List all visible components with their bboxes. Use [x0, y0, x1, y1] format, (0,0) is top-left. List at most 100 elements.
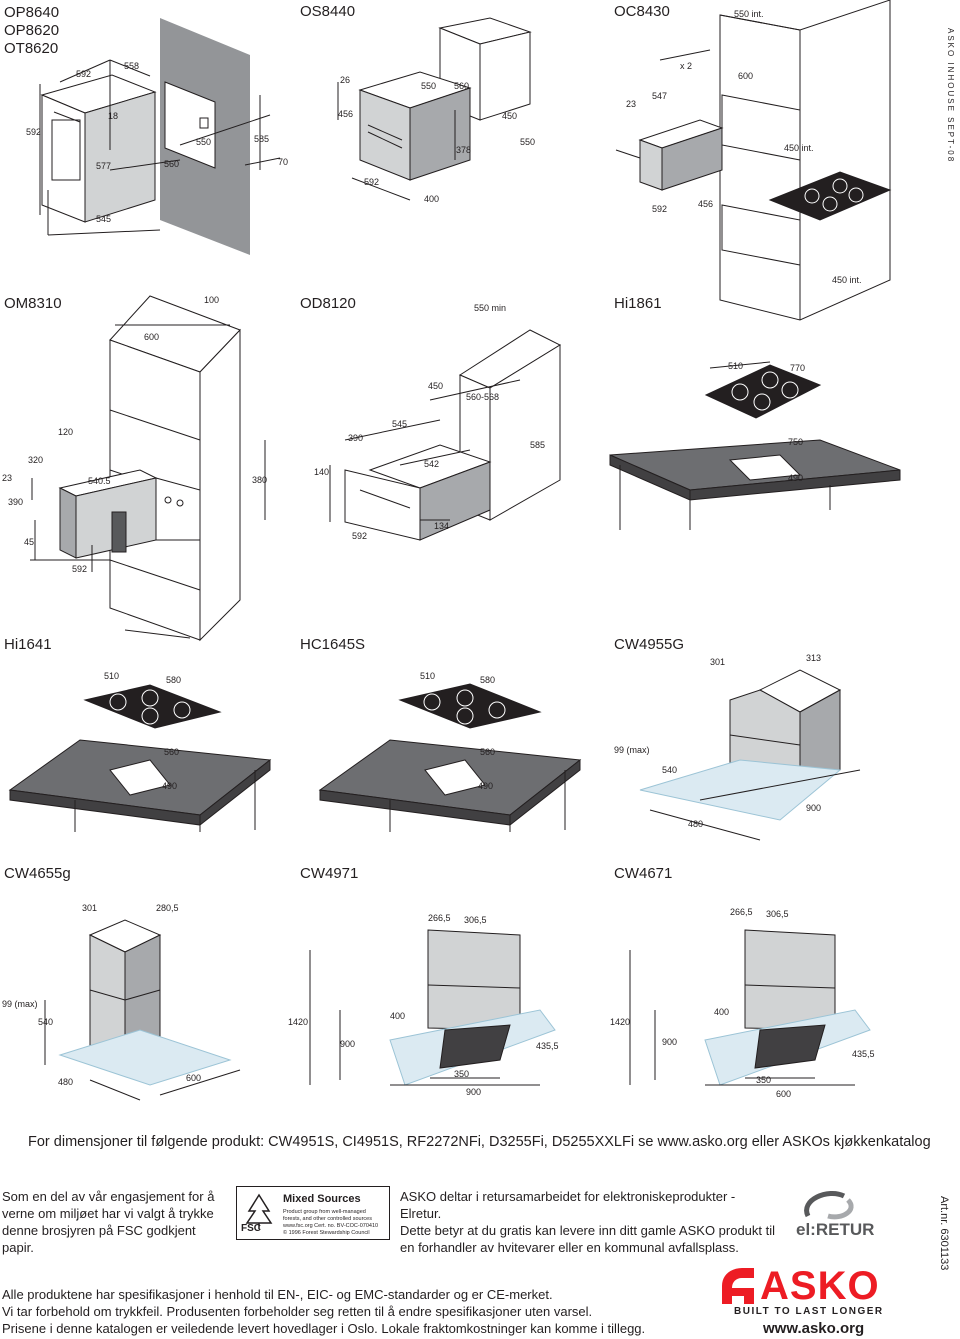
dim-label: 1420	[288, 1017, 309, 1027]
fsc-note-line: denne brosjyren på FSC godkjent papir.	[2, 1223, 196, 1255]
elretur-logo: el:RETUR	[788, 1186, 884, 1242]
dim-label: 450 int.	[832, 275, 862, 285]
footer-line: Alle produktene har spesifikasjoner i he…	[2, 1287, 553, 1302]
dim-label: 306,5	[464, 915, 487, 925]
dim-label: 585	[530, 440, 546, 450]
dim-label: 510	[104, 671, 120, 681]
footer-line: Prisene i denne katalogen er veiledende …	[2, 1321, 646, 1336]
od-drawer-drawing	[329, 329, 562, 541]
dim-label: 450	[502, 111, 518, 121]
model-label-cw4955g: CW4955G	[614, 636, 685, 653]
dim-label: 545	[96, 214, 112, 224]
dim-label: 558	[124, 61, 140, 71]
cw4671-hood-drawing	[629, 929, 871, 1086]
retur-note: ASKO deltar i retursamarbeidet for elekt…	[400, 1188, 780, 1256]
elretur-logo-text: el:RETUR	[796, 1220, 875, 1239]
model-label-cw4655g: CW4655g	[4, 865, 71, 882]
model-label-od: OD8120	[300, 295, 356, 312]
dim-label: 480	[688, 819, 704, 829]
fsc-note: Som en del av vår engasjement for å vern…	[2, 1188, 224, 1256]
footer-notes: Alle produktene har spesifikasjoner i he…	[2, 1286, 645, 1337]
dim-label: 134	[434, 521, 450, 531]
fsc-text-line: forests, and other controlled sources	[283, 1216, 372, 1222]
dim-label: 450	[428, 381, 444, 391]
dim-label: 540	[662, 765, 678, 775]
dim-label: 592	[364, 177, 380, 187]
model-label-hi1641: Hi1641	[4, 636, 52, 653]
elretur-swirl-icon	[804, 1190, 854, 1220]
asko-logo: ASKO	[718, 1264, 902, 1312]
dim-label: 120	[58, 427, 74, 437]
op-oven-drawing	[39, 18, 281, 255]
fsc-tree-icon	[245, 1193, 273, 1229]
asko-logo-text: ASKO	[760, 1264, 880, 1308]
dim-label: 900	[806, 803, 822, 813]
dimensions-note: For dimensjoner til følgende produkt: CW…	[28, 1134, 931, 1150]
dim-label: 560	[164, 159, 180, 169]
cw4971-hood-drawing	[309, 929, 556, 1086]
dim-label: 23	[626, 99, 637, 109]
dim-label: 900	[466, 1087, 482, 1097]
dim-label: 542	[424, 459, 440, 469]
dim-label: 320	[28, 455, 44, 465]
dim-label: 350	[454, 1069, 470, 1079]
fsc-logo-text: FSC	[241, 1223, 261, 1234]
dim-label: 400	[390, 1011, 406, 1021]
dim-label: 510	[728, 361, 744, 371]
retur-note-line: en forhandler av hvitevarer eller en kom…	[400, 1240, 739, 1255]
model-label-cw4971: CW4971	[300, 865, 359, 882]
dim-label: 378	[456, 145, 472, 155]
fsc-note-line: Som en del av vår engasjement for å	[2, 1189, 215, 1204]
om-oven-drawing	[30, 295, 266, 642]
dim-label: 510	[420, 671, 436, 681]
dim-label: 600	[776, 1089, 792, 1099]
dim-label: 280,5	[156, 903, 179, 913]
dim-label: 592	[76, 69, 92, 79]
dim-label: 560	[480, 747, 496, 757]
dim-label: 23	[2, 473, 13, 483]
dim-label: 585	[254, 134, 270, 144]
dim-label: 600	[738, 71, 754, 81]
dim-label: 490	[478, 781, 494, 791]
dim-label: 313	[806, 653, 822, 663]
dim-label: 550	[421, 81, 437, 91]
dim-label: 70	[278, 157, 289, 167]
article-number: Art.nr. 6301133	[938, 1196, 950, 1271]
model-label-op: OP8640 OP8620 OT8620	[4, 4, 59, 58]
dim-label: 600	[186, 1073, 202, 1083]
dim-label: 560	[454, 81, 470, 91]
dim-label: 547	[652, 91, 668, 101]
dim-label: 550 int.	[734, 9, 764, 19]
dim-label: 18	[108, 111, 119, 121]
dim-label: 350	[756, 1075, 772, 1085]
dim-label: 490	[788, 473, 804, 483]
dim-label: 435,5	[852, 1049, 875, 1059]
fsc-label: FSC Mixed Sources Product group from wel…	[236, 1186, 390, 1240]
fsc-text-line: www.fsc.org Cert. no. BV-COC-070410	[283, 1223, 379, 1229]
model-op-3: OT8620	[4, 40, 59, 57]
dim-label: 592	[26, 127, 42, 137]
fsc-text-line: Product group from well-managed	[283, 1209, 366, 1215]
model-op-2: OP8620	[4, 22, 60, 39]
dim-label: 900	[340, 1039, 356, 1049]
dim-label: 600	[144, 332, 160, 342]
dim-label: 400	[714, 1007, 730, 1017]
fsc-text: Product group from well-managed forests,…	[283, 1209, 387, 1237]
dim-label: 45	[24, 537, 35, 547]
dim-label: 540.5	[88, 476, 111, 486]
dim-label: 390	[348, 433, 364, 443]
dim-label: 301	[710, 657, 726, 667]
fsc-text-line: © 1996 Forest Stewardship Council	[283, 1230, 370, 1236]
dim-label: 592	[72, 564, 88, 574]
dim-label: 560	[164, 747, 180, 757]
asko-url[interactable]: www.asko.org	[763, 1320, 865, 1337]
dim-label: 99 (max)	[2, 999, 38, 1009]
model-label-hc1645s: HC1645S	[300, 636, 366, 653]
dim-label: 592	[652, 204, 668, 214]
dim-label: 550 min	[474, 303, 507, 313]
dim-label: 456	[338, 109, 354, 119]
dim-label: 306,5	[766, 909, 789, 919]
hi1861-hob-drawing	[609, 361, 901, 530]
footer-line: Vi tar forbehold om trykkfeil. Produsent…	[2, 1304, 593, 1319]
dim-label: 900	[662, 1037, 678, 1047]
